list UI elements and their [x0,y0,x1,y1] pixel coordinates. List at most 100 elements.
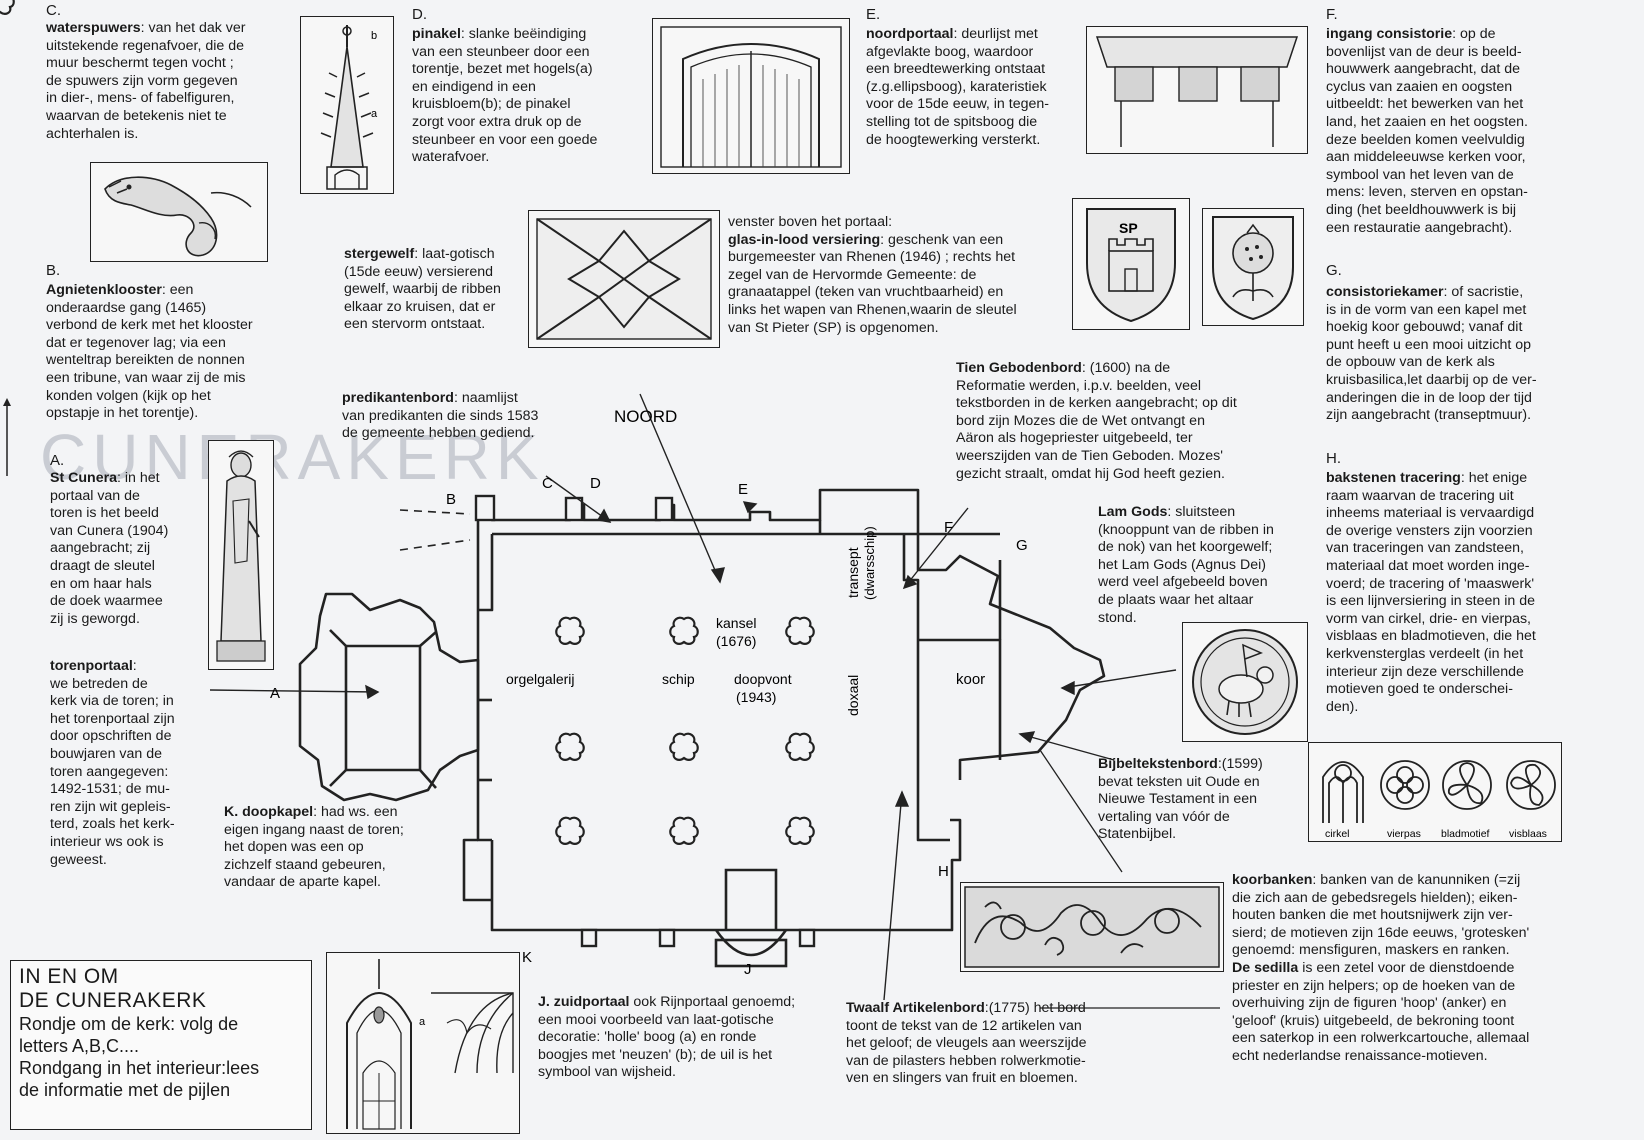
noordportaal-picture [652,18,850,174]
predikantenbord-body: : naamlijst van predikanten die sinds 15… [342,390,539,442]
intro-title-2: DE CUNERAKERK [19,989,207,1012]
bijbeltekstenbord-text: Bijbeltekstenbord:(1599) bevat teksten u… [1098,756,1298,844]
section-f-body: : op de bovenlijst van de deur is beeld-… [1326,26,1528,236]
section-d-text: pinakel: slanke beëindiging van een steu… [412,26,636,167]
twaalfartikelen-body: :(1775) het bord toont de tekst van de 1… [846,1000,1087,1087]
twaalfartikelen-text: Twaalf Artikelenbord:(1775) het bord too… [846,1000,1136,1088]
section-e-term: noordportaal [866,26,954,42]
section-k-body: : had ws. een eigen ingang naast de tore… [224,804,404,891]
section-k-term: doopkapel [242,804,314,820]
section-a-letter: A. [50,452,65,469]
section-e-letter: E. [866,6,881,23]
lamgods-body: : sluitsteen (knooppunt van de ribben in… [1098,504,1274,626]
margin-arrow-icon [2,396,12,476]
section-f-term: ingang consistorie [1326,26,1453,42]
torenportaal-body: : we betreden de kerk via de toren; in h… [50,658,175,868]
plan-letter-j: J [744,961,752,978]
sedilla-body: is een zetel voor de dienstdoende priest… [1232,959,1530,1064]
section-f-text: ingang consistorie: op de bovenlijst van… [1326,26,1562,237]
section-h-body: : het enige raam waarvan de tracering ui… [1326,470,1536,715]
pinakel-label-b: b [371,30,377,42]
section-k-text: K. doopkapel: had ws. een eigen ingang n… [224,804,454,892]
venster-body: : geschenk van een burgemeester van Rhen… [728,231,1017,336]
zuidportaal-label-a: a [419,1016,426,1028]
consistorie-ingang-picture [1086,26,1308,154]
koorbanken-body: : banken van de kanunniken (=zij die zic… [1232,872,1530,959]
intro-title-1: IN EN OM [19,965,119,988]
section-j-letter: J. [538,994,550,1010]
bijbeltekstenbord-term: Bijbeltekstenbord [1098,756,1218,772]
lamgods-text: Lam Gods: sluitsteen (knooppunt van de r… [1098,504,1308,627]
predikantenbord-term: predikantenbord [342,390,454,406]
background-ghost-text: CUNERAKERK [40,421,545,493]
section-k-letter: K. [224,804,239,820]
zuidportaal-picture: a [326,952,520,1134]
plan-doopvont-year: (1943) [736,689,776,705]
plan-letter-g: G [1016,537,1028,554]
section-d-letter: D. [412,6,427,23]
plan-kansel: kansel [716,615,756,631]
intro-line-1: Rondje om de kerk: volg de [19,1014,239,1034]
plan-schip: schip [662,671,695,687]
section-a-term: St Cunera [50,470,118,486]
wapen-sp-text: SP [1119,220,1138,236]
section-f-letter: F. [1326,6,1338,23]
zegel-granaatappel-picture [1202,208,1304,326]
tracery-label-bladmotief: bladmotief [1441,828,1490,840]
torenportaal-term: torenportaal [50,658,133,674]
section-d-body: : slanke beëindiging van een steunbeer d… [412,26,598,166]
plan-letter-a: A [270,685,280,702]
plan-letter-h: H [938,863,949,880]
koorbanken-term: koorbanken [1232,872,1313,888]
tiengebodenbord-term: Tien Gebodenbord [956,360,1082,376]
plan-kansel-year: (1676) [716,633,756,649]
section-b-text: Agnietenklooster: een onderaardse gang (… [46,282,294,423]
koorbanken-picture [960,882,1224,972]
intro-line-4: de informatie met de pijlen [19,1080,231,1100]
section-a-text: St Cunera: in het portaal van de toren i… [50,470,208,628]
torenportaal-text: torenportaal: we betreden de kerk via de… [50,658,220,869]
tracery-label-cirkel: cirkel [1325,828,1350,840]
section-h-text: bakstenen tracering: het enige raam waar… [1326,470,1572,716]
tiengebodenbord-body: : (1600) na de Reformatie werden, i.p.v.… [956,360,1237,482]
plan-noord-label: NOORD [614,407,677,426]
section-g-body: : of sacristie, is in de vorm van een ka… [1326,284,1537,424]
plan-letter-d: D [590,475,601,492]
plan-dwarsschip: (dwarsschip) [862,526,877,600]
section-j-term: zuidportaal [553,994,630,1010]
stergewelf-picture [528,210,720,348]
bijbeltekstenbord-body: :(1599) bevat teksten uit Oude en Nieuwe… [1098,756,1263,843]
venster-pre: venster boven het portaal: [728,214,893,230]
sedilla-term: De sedilla [1232,959,1299,976]
section-g-text: consistoriekamer: of sacristie, is in de… [1326,284,1566,425]
lamgods-term: Lam Gods [1098,504,1168,520]
section-c-term: waterspuwers [46,20,141,36]
section-a-body: : in het portaal van de toren is het bee… [50,470,169,627]
plan-letter-b: B [446,491,456,508]
cunera-statue-picture [208,440,274,670]
plan-letter-f: F [944,519,953,536]
section-e-text: noordportaal: deurlijst met afgevlakte b… [866,26,1076,149]
venster-term: glas-in-lood versiering [728,231,881,248]
section-j-text: J. zuidportaal ook Rijnportaal genoemd; … [538,994,838,1082]
intro-box: IN EN OM DE CUNERAKERK Rondje om de kerk… [10,960,312,1130]
intro-line-3: Rondgang in het interieur:lees [19,1058,260,1078]
section-h-term: bakstenen tracering [1326,470,1461,486]
intro-line-2: letters A,B,C.... [19,1036,140,1056]
section-b-body: : een onderaardse gang (1465) verbond de… [46,282,253,422]
section-b-term: Agnietenklooster [46,282,162,298]
wapen-rhenen-picture: SP [1072,198,1190,330]
koorbanken-text: koorbanken: banken van de kanunniken (=z… [1232,872,1572,1066]
plan-doopvont: doopvont [734,671,792,687]
section-c-body: : van het dak ver uitstekende regenafvoe… [46,20,246,142]
section-g-letter: G. [1326,262,1342,279]
section-b-letter: B. [46,262,61,279]
section-c-letter: C. [46,2,61,19]
plan-transept: transept [845,547,861,598]
section-d-term: pinakel [412,26,461,42]
section-g-term: consistoriekamer [1326,284,1444,300]
plan-letter-e: E [738,481,748,498]
stergewelf-body: : laat-gotisch (15de eeuw) versierend ge… [344,246,501,333]
stergewelf-term: stergewelf [344,246,415,262]
